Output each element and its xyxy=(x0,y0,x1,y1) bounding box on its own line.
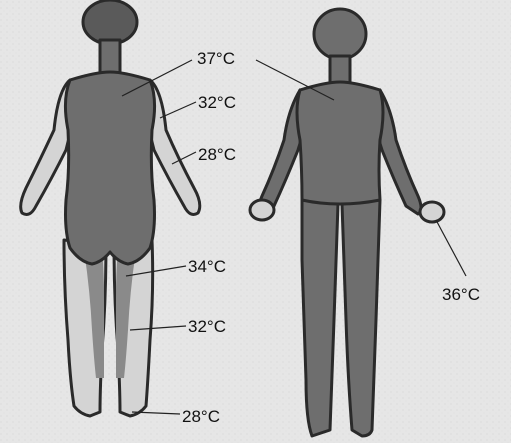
label-core-temp: 37°C xyxy=(197,49,235,68)
right-neck xyxy=(330,56,350,84)
label-upper-arm-temp: 32°C xyxy=(198,93,236,112)
right-figure-torso xyxy=(297,82,383,204)
label-hand-temp: 36°C xyxy=(442,285,480,304)
left-figure-torso-core xyxy=(65,72,154,264)
label-forearm-temp: 28°C xyxy=(198,145,236,164)
label-thigh-temp: 34°C xyxy=(188,257,226,276)
left-neck xyxy=(100,40,120,74)
left-head xyxy=(83,0,137,44)
right-figure-right-hand xyxy=(250,200,274,220)
label-foot-temp: 28°C xyxy=(182,407,220,426)
right-figure-left-hand xyxy=(420,202,444,222)
label-knee-temp: 32°C xyxy=(188,317,226,336)
right-head xyxy=(314,9,366,59)
